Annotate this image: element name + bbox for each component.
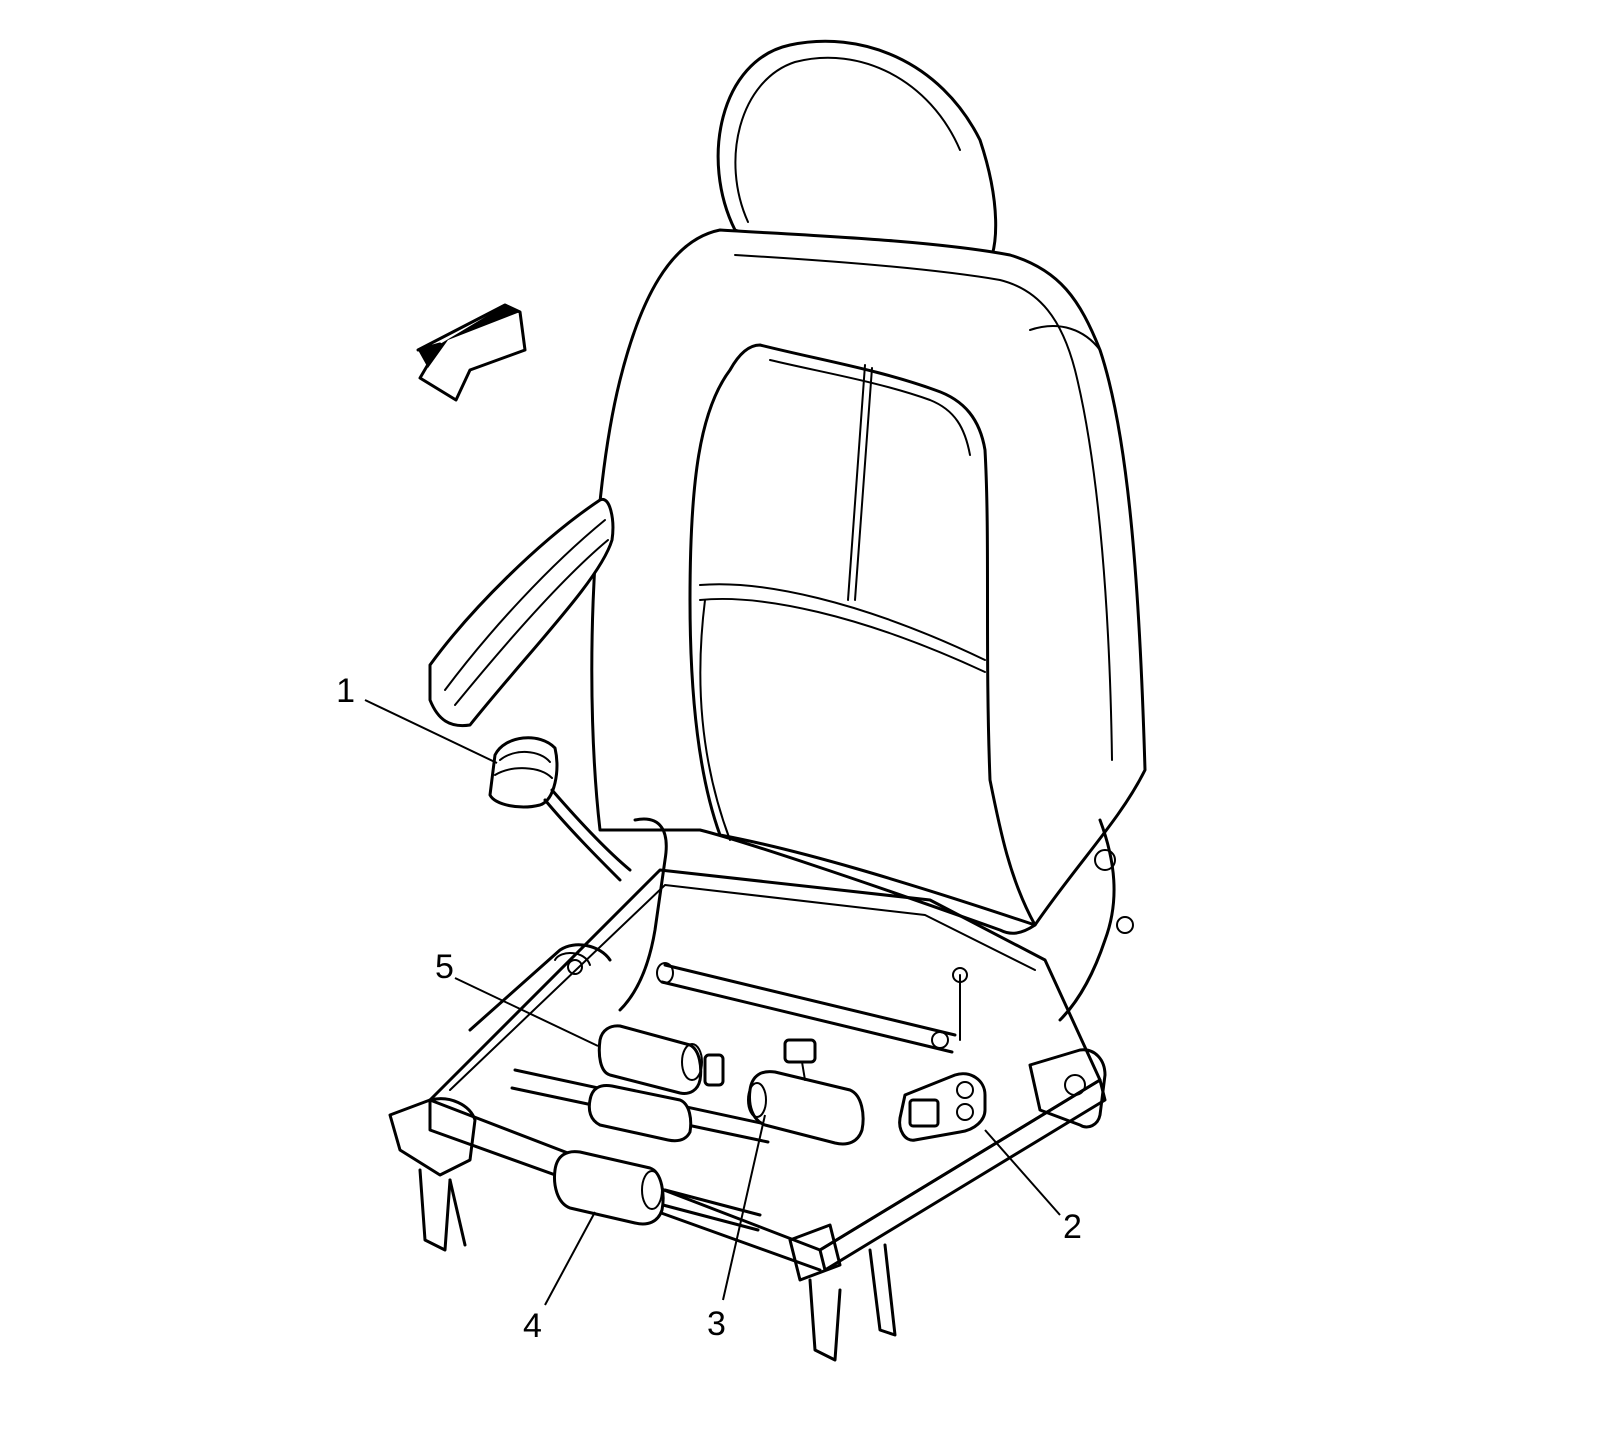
callout-3-leader — [722, 1114, 766, 1301]
callout-4-leader — [544, 1211, 596, 1306]
callout-2-leader — [984, 1129, 1061, 1216]
callout-1-label: 1 — [336, 672, 355, 710]
callout-1-leader — [364, 699, 498, 764]
callout-5-label: 5 — [435, 948, 454, 986]
callout-2-label: 2 — [1063, 1208, 1082, 1246]
callout-3-label: 3 — [707, 1305, 726, 1343]
seat-back-panel — [688, 343, 1037, 927]
motor-5 — [597, 1024, 725, 1095]
callout-4-label: 4 — [523, 1307, 542, 1345]
front-direction-arrow-icon — [416, 303, 527, 402]
switch-2 — [898, 1072, 987, 1142]
motor-3 — [747, 1038, 865, 1146]
power-seat-assembly-icon — [388, 39, 1147, 1362]
callout-5-leader — [454, 977, 599, 1047]
motor-4 — [553, 1150, 762, 1232]
armrest — [428, 497, 615, 728]
